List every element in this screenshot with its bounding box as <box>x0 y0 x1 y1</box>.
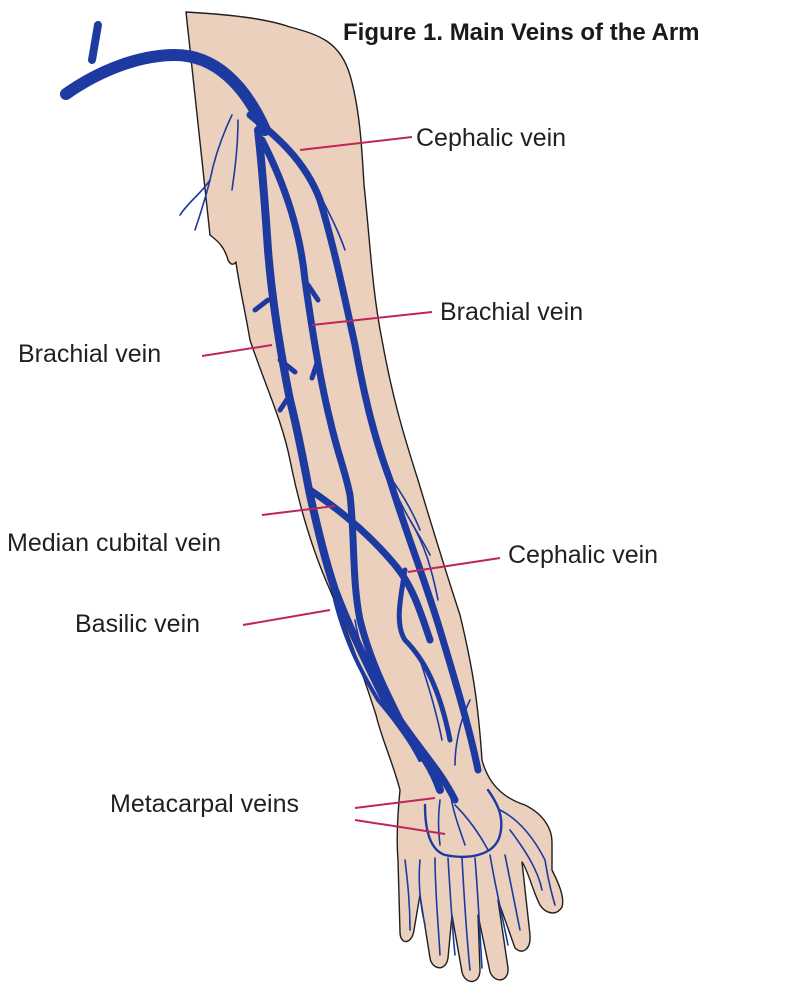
label-cephalic-vein-lower: Cephalic vein <box>508 541 658 569</box>
label-brachial-vein-left: Brachial vein <box>18 340 161 368</box>
arm-silhouette <box>186 12 563 982</box>
figure-title: Figure 1. Main Veins of the Arm <box>343 19 700 46</box>
label-basilic-vein: Basilic vein <box>75 610 200 638</box>
label-median-cubital-vein: Median cubital vein <box>7 529 221 557</box>
label-cephalic-vein-upper: Cephalic vein <box>416 124 566 152</box>
subclavian-branch <box>92 25 98 60</box>
label-brachial-vein-right: Brachial vein <box>440 298 583 326</box>
leader-basilic <box>243 610 330 625</box>
label-metacarpal-veins: Metacarpal veins <box>110 790 299 818</box>
